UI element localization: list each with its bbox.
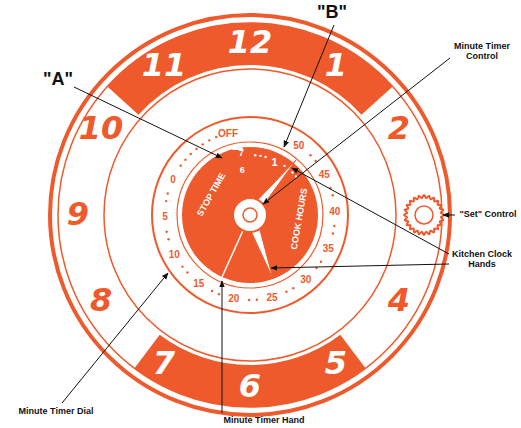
clock-numeral: 8 [90,283,112,318]
timer-number: 50 [293,140,304,151]
clock-numeral: 4 [388,283,410,318]
timer-disk [182,147,318,283]
callout-label: Minute Timer Hand [224,416,305,426]
dial-dot [248,299,250,301]
control-hub [243,208,257,222]
timer-number: 40 [329,205,340,216]
dial-dot [320,261,322,263]
window-dot [291,171,293,173]
timer-number: 30 [300,274,311,285]
dial-dots [165,136,336,301]
callout-label: Minute Timer Control [450,42,514,62]
dial-dot [165,200,167,202]
minute-timer-control [233,198,267,232]
timer-number: 0 [170,174,176,185]
leader-line [62,273,168,403]
dial-dot [195,148,197,150]
clock-numeral: 7 [153,346,175,381]
timer-number: 35 [323,243,334,254]
clock-numeral: 12 [228,25,273,60]
callout-label: Kitchen Clock Hands [450,250,514,270]
timer-number: 20 [228,293,239,304]
dial-dot [165,231,167,233]
leader-line [271,264,449,268]
clock-numeral: 2 [388,111,410,146]
timer-number: 25 [266,292,277,303]
callout-letter: "A" [43,70,73,90]
dial-dot [211,290,213,292]
dial-dot [285,291,287,293]
clock-numeral: 5 [325,346,347,381]
hours-window-number: 1 [271,156,277,168]
dial-dot [181,265,183,267]
dial-dot [256,299,258,301]
callout-label: Minute Timer Dial [19,407,94,417]
number-band-edge [104,69,396,361]
dial-dot [208,139,210,141]
disk-label: STOP TIME [196,172,229,219]
dial-dot [309,154,311,156]
window-dot [259,155,261,157]
set-knob-rim [404,195,444,235]
dial-dot [184,158,186,160]
dial-dot [202,143,204,145]
window-dot [283,165,285,167]
clock-numeral: 6 [239,369,261,404]
set-knob-hub [415,206,433,224]
dial-dot [332,232,334,234]
clock-numeral: 10 [79,111,124,146]
clock-face [50,15,450,415]
bottom-swoosh [134,335,365,407]
leader-line [263,58,450,204]
timer-number: 10 [169,248,180,259]
dial-dot [167,192,169,194]
timer-number: 45 [319,168,330,179]
window-dot [264,156,266,158]
inner-rim [58,23,442,407]
stop-time-number: 6 [240,166,245,176]
window-dot [254,154,256,156]
dial-dot [186,271,188,273]
timer-number: 5 [162,211,168,222]
minute-timer-dial [152,117,348,313]
clock-numeral: 9 [67,197,89,232]
clock-numeral: 11 [142,48,187,83]
dial-inner-edge [177,142,323,288]
set-control [404,195,444,235]
dial-dot [333,225,335,227]
outer-rim [50,15,450,415]
dial-dot [331,194,333,196]
leader-lines [62,25,455,413]
callout-label: "Set" Control [457,210,519,220]
dial-dot [180,165,182,167]
timer-number: 15 [193,277,204,288]
stop-time-number: 7 [239,149,244,159]
top-swoosh [107,23,392,115]
disk-label: COOK HOURS [290,188,311,251]
leader-line [443,215,455,216]
dial-dot [167,238,169,240]
dial-dot [292,287,294,289]
dial-dot [218,293,220,295]
dial-dot [190,153,192,155]
leader-line [284,25,334,147]
callout-letter: "B" [317,3,347,23]
dial-dot [215,136,217,138]
leader-line [222,281,223,413]
leader-line [74,87,222,158]
timer-number: OFF [218,127,238,138]
clock-numeral: 1 [325,48,347,83]
leader-line [292,168,449,254]
